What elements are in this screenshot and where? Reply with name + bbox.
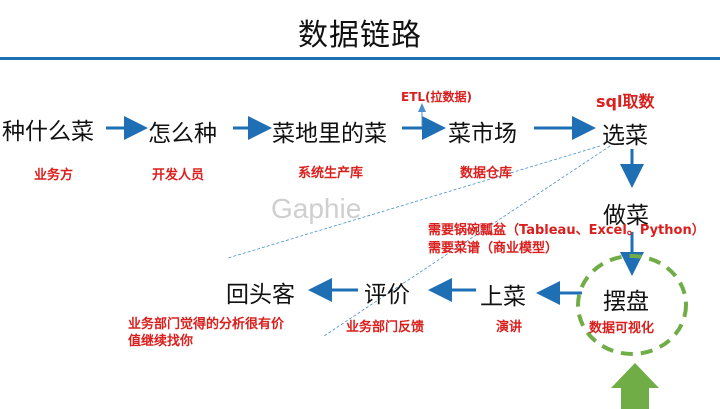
label-fenxi-line2: 值继续找你 <box>128 334 194 349</box>
page-title: 数据链路 <box>298 18 422 53</box>
node-pingjia: 评价 <box>364 282 410 308</box>
label-xitong-shengchanku: 系统生产库 <box>298 166 364 181</box>
node-bai-pan: 摆盘 <box>603 289 649 315</box>
label-need-tools: 需要锅碗瓢盆（Tableau、Excel。Python） <box>428 223 705 238</box>
node-caidi-de-cai: 菜地里的菜 <box>272 121 387 147</box>
node-zenme-zhong: 怎么种 <box>148 121 217 147</box>
label-kaifa-renyuan: 开发人员 <box>152 168 205 183</box>
label-fankui: 业务部门反馈 <box>346 320 425 335</box>
node-huitouke: 回头客 <box>226 282 295 308</box>
label-fenxi-line1: 业务部门觉得的分析很有价 <box>128 317 285 332</box>
highlight-ellipse <box>576 254 688 356</box>
node-cai-shichang: 菜市场 <box>448 121 517 147</box>
label-yewufang: 业务方 <box>34 168 74 183</box>
watermark: Gaphie <box>271 193 362 224</box>
label-sql: sql取数 <box>596 92 655 111</box>
node-shang-cai: 上菜 <box>480 284 526 310</box>
label-keshihua: 数据可视化 <box>589 321 655 336</box>
label-yanjiang: 演讲 <box>496 320 523 335</box>
label-need-recipe: 需要菜谱（商业模型） <box>428 241 559 256</box>
label-shuju-cangku: 数据仓库 <box>460 166 513 181</box>
green-up-arrow <box>611 363 659 409</box>
node-zhong-shenme-cai: 种什么菜 <box>2 119 94 145</box>
label-etl: ETL(拉数据) <box>401 90 472 104</box>
dashed-line-2 <box>323 145 611 337</box>
node-zuo-cai: 做菜 <box>603 203 649 229</box>
title-underline <box>0 57 720 60</box>
node-xuan-cai: 选菜 <box>602 123 648 149</box>
